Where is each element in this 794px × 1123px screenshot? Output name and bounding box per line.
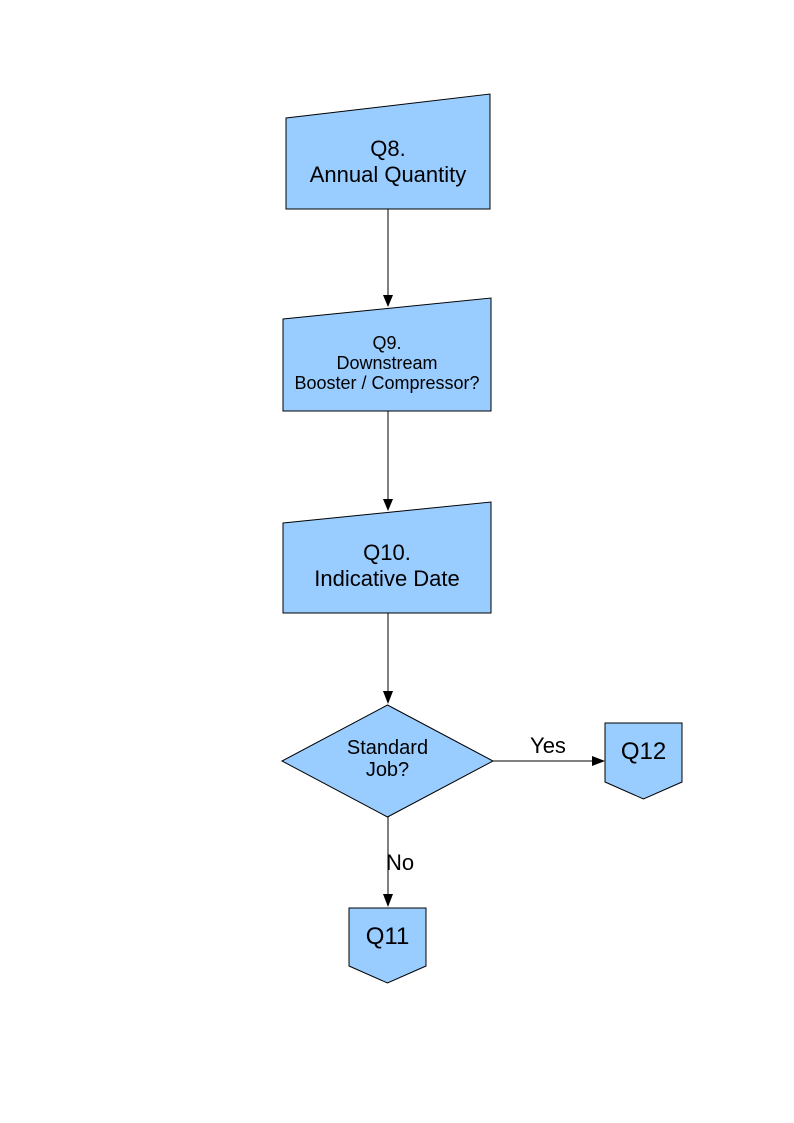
node-label-standard-job: Standard Job? xyxy=(346,737,429,781)
arrowhead-q10-to-decision-icon xyxy=(383,691,393,704)
arrowhead-q9-to-q10-icon xyxy=(383,499,393,511)
node-label-q8: Q8. Annual Quantity xyxy=(309,136,467,187)
edge-label-yes: Yes xyxy=(530,733,566,758)
node-label-q11: Q11 xyxy=(365,923,410,950)
node-shape-standard-job-decision-diamond xyxy=(280,704,495,818)
node-shape-q12-off-page-connector xyxy=(604,722,683,800)
arrowhead-decision-to-q12-icon xyxy=(592,756,605,766)
node-label-q9: Q9. Downstream Booster / Compressor? xyxy=(294,333,480,393)
edge-label-no: No xyxy=(386,850,415,875)
node-shape-q10-manual-input xyxy=(282,501,492,614)
arrowhead-q8-to-q9-icon xyxy=(383,295,393,307)
node-shape-q11-off-page-connector xyxy=(348,907,427,984)
node-shape-q8-manual-input xyxy=(285,93,491,210)
node-label-q10: Q10. Indicative Date xyxy=(314,540,460,591)
arrowhead-decision-to-q11-icon xyxy=(383,894,393,907)
node-shape-q9-manual-input xyxy=(282,297,492,412)
node-label-q12: Q12 xyxy=(620,738,667,765)
